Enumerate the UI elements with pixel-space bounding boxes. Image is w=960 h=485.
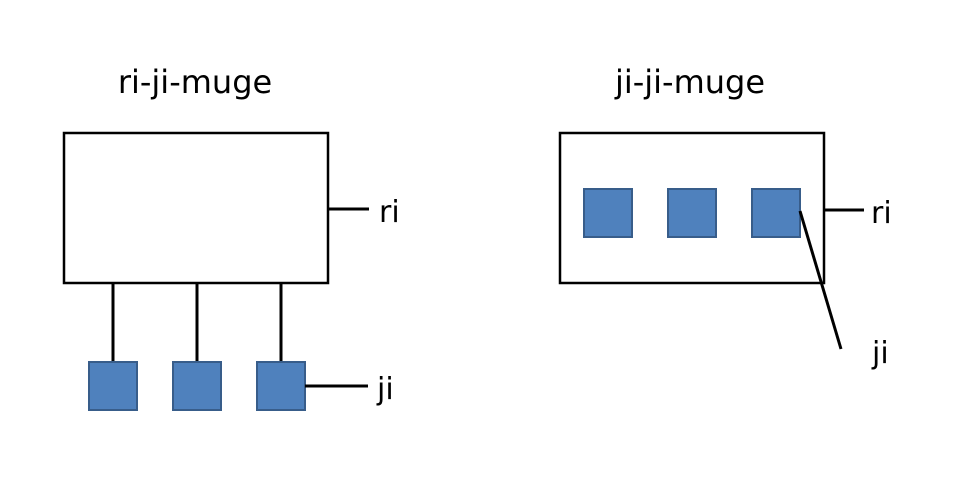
item-square bbox=[667, 188, 717, 238]
item-square bbox=[751, 188, 801, 238]
item-square bbox=[172, 361, 222, 411]
item-leader-line bbox=[798, 210, 843, 350]
diagram-title-ri-ji-muge: ri-ji-muge bbox=[118, 63, 272, 101]
item-square bbox=[88, 361, 138, 411]
container-box bbox=[62, 131, 330, 285]
container-label: ri bbox=[871, 196, 892, 231]
item-label: ji bbox=[871, 336, 889, 371]
container-label: ri bbox=[379, 195, 400, 230]
item-square bbox=[256, 361, 306, 411]
diagram-ri-ji-muge: ri-ji-muge ri ji bbox=[62, 63, 400, 411]
diagram-ji-ji-muge: ji-ji-muge ri ji bbox=[558, 63, 892, 371]
item-square bbox=[583, 188, 633, 238]
diagram-title-ji-ji-muge: ji-ji-muge bbox=[614, 63, 765, 101]
item-label: ji bbox=[376, 372, 394, 407]
